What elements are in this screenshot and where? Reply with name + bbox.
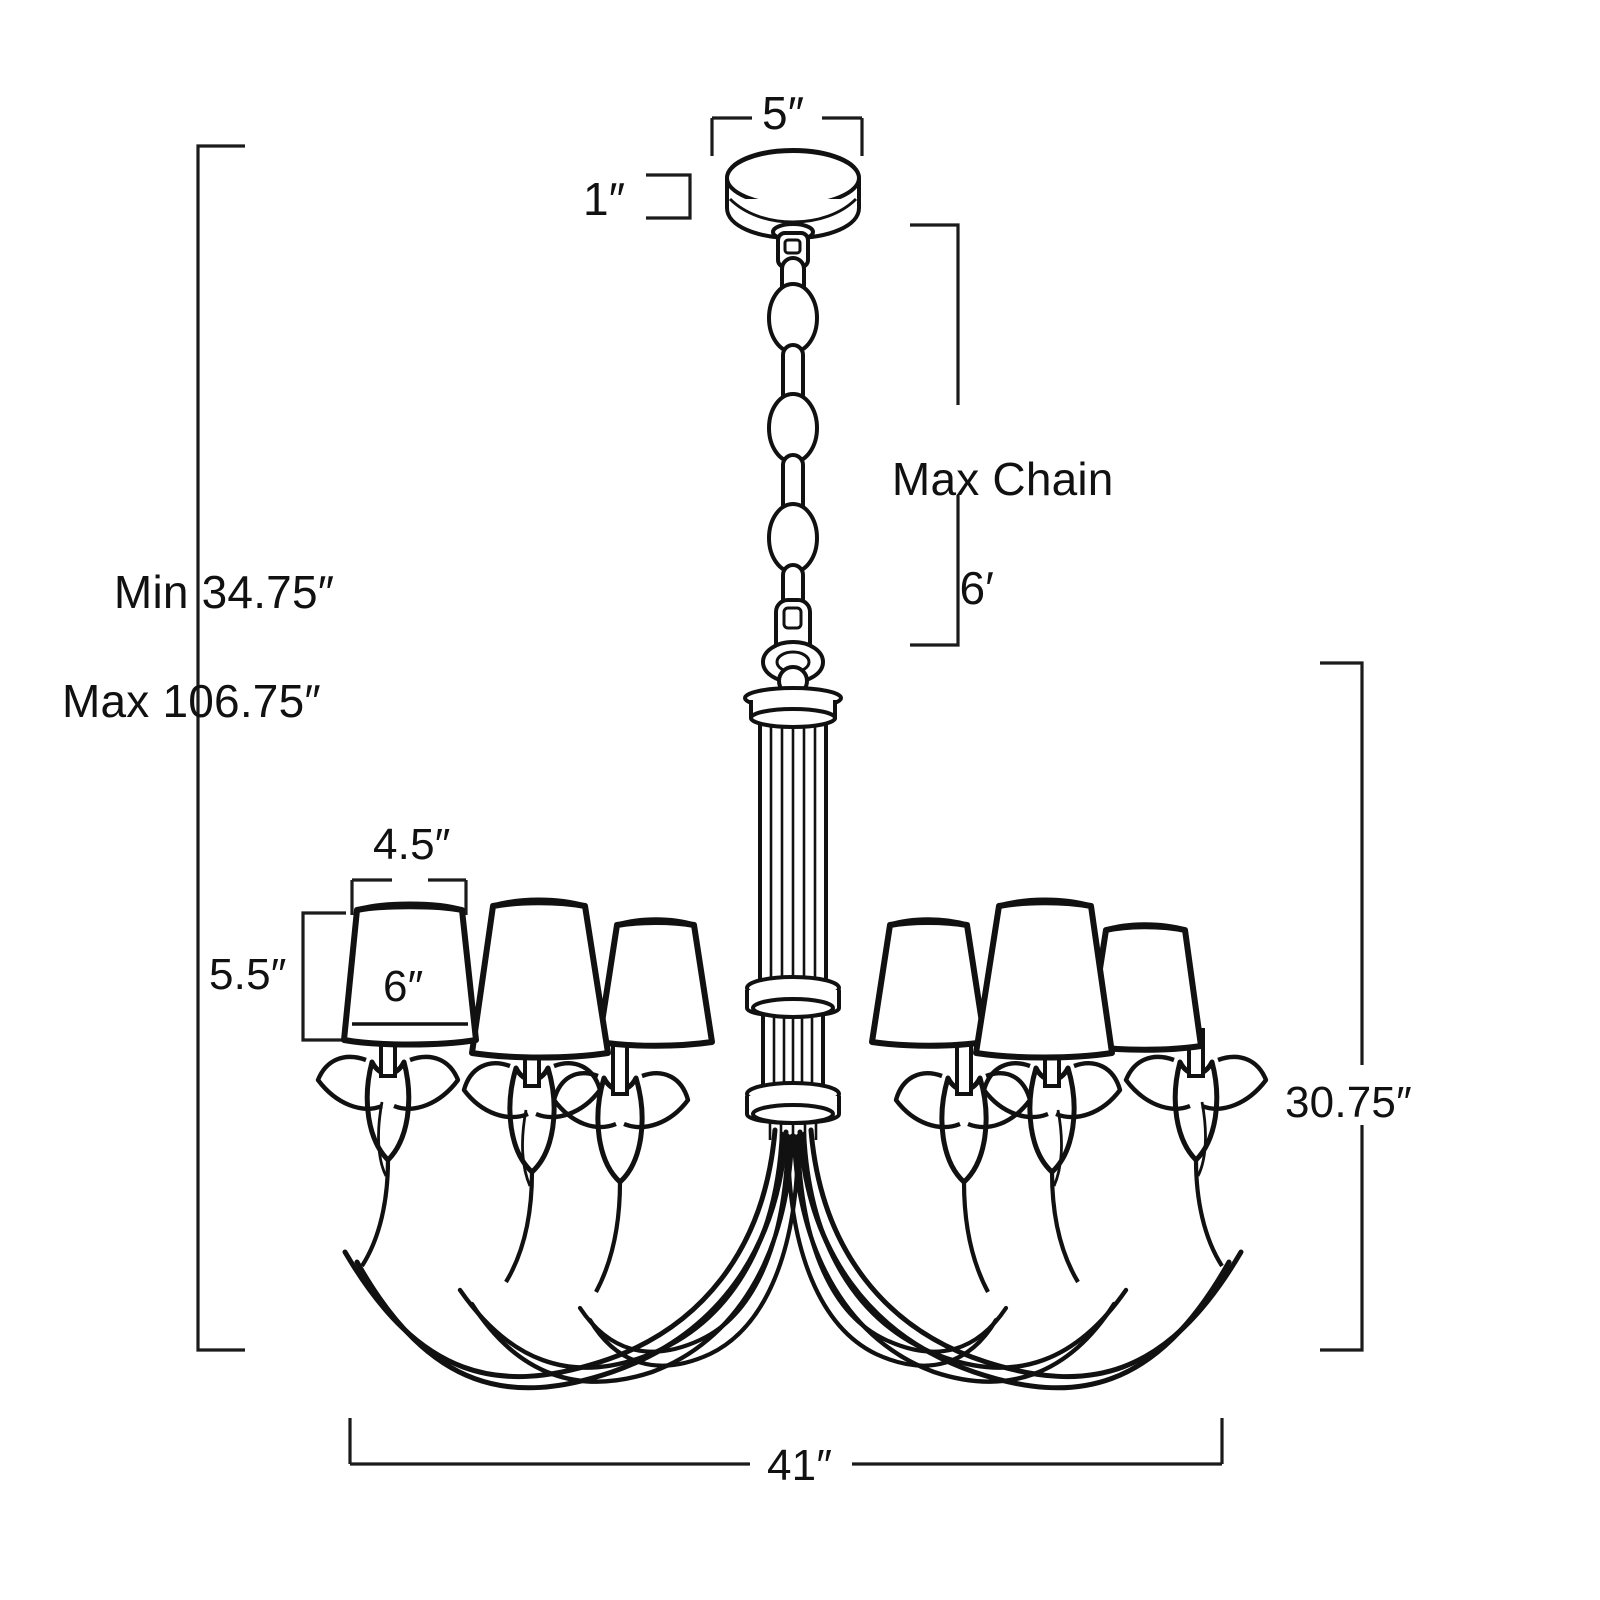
min-height-label: Min 34.75″	[113, 566, 335, 619]
stem-shaft-lower-outline	[761, 1014, 825, 1090]
bobeche-left-1	[315, 1054, 461, 1268]
arms-left	[342, 1127, 801, 1391]
arm-left-mid-b	[469, 1133, 795, 1384]
dimension-bracket-max-chain	[910, 223, 960, 647]
bobeche-right-1	[1123, 1054, 1269, 1268]
shade-top-diameter-label: 4.5″	[373, 820, 451, 869]
shade-left-3	[596, 919, 715, 1049]
shade-bottom-diameter-label: 6″	[383, 962, 424, 1011]
stem-collar-top-rim	[749, 707, 837, 729]
max-chain-value: 6′	[959, 561, 995, 614]
arm-right-inner-b	[785, 1135, 999, 1368]
arm-left-mid-a	[457, 1131, 785, 1370]
max-chain-label-group: Max Chain 6′	[840, 398, 1114, 724]
dimension-bracket-canopy-width	[710, 116, 864, 156]
bobeches-left	[315, 1054, 691, 1293]
dimension-bracket-overall-width	[348, 1418, 1224, 1466]
socket-stem-left-3	[611, 1042, 629, 1096]
stem-flutes-upper	[769, 726, 817, 982]
overall-height-label-group: Min 34.75″ Max 106.75″	[62, 511, 334, 837]
dimension-bracket-body-height	[1320, 661, 1364, 1352]
arm-left-inner-b	[587, 1135, 801, 1368]
dimension-lines	[196, 116, 1364, 1466]
chain-link-1	[767, 282, 819, 354]
stem-shaft-upper-outline	[758, 724, 828, 984]
canopy-height-label: 1″	[583, 173, 626, 225]
stem-hub-rim	[751, 1103, 835, 1125]
ceiling-canopy	[725, 147, 861, 241]
shade-height-label: 5.5″	[209, 950, 287, 999]
bobeche-right-2	[981, 1061, 1123, 1284]
overall-width-label: 41″	[767, 1441, 833, 1490]
chain-link-3	[767, 392, 819, 464]
bobeche-right-3	[893, 1071, 1033, 1293]
dimension-bracket-shade-top-width	[350, 878, 468, 915]
dimension-bracket-overall-height	[196, 144, 245, 1352]
canopy-width-label: 5″	[762, 87, 805, 139]
shade-right-3	[869, 919, 988, 1049]
center-column	[743, 686, 843, 1144]
arm-right-mid-a	[801, 1131, 1129, 1370]
shade-right-2	[973, 899, 1115, 1061]
arm-right-inner-a	[795, 1133, 1009, 1354]
hook-plate-hole	[783, 238, 802, 255]
max-height-label: Max 106.75″	[62, 674, 321, 727]
dimension-bracket-shade-height	[301, 911, 346, 1042]
stem-hub-flutes	[768, 1122, 818, 1144]
arms-right	[785, 1127, 1244, 1391]
chain-link-5	[767, 502, 819, 574]
stem-flutes-lower	[772, 1016, 814, 1088]
bobeches-right	[893, 1054, 1269, 1293]
bobeche-left-2	[461, 1061, 603, 1284]
socket-stem-right-3	[955, 1042, 973, 1096]
shade-left-2	[469, 899, 611, 1061]
max-chain-label: Max Chain	[891, 453, 1114, 506]
shades-left	[341, 897, 715, 1061]
canopy-top-ellipse	[725, 149, 861, 207]
body-height-label: 30.75″	[1285, 1078, 1412, 1127]
arm-left-inner-a	[577, 1133, 791, 1354]
suspension-chain	[761, 256, 825, 697]
bobeche-left-3	[551, 1071, 691, 1293]
chain-link-7-hole	[782, 606, 803, 630]
dimension-bracket-canopy-height	[646, 173, 692, 220]
shades-right	[869, 897, 1204, 1061]
